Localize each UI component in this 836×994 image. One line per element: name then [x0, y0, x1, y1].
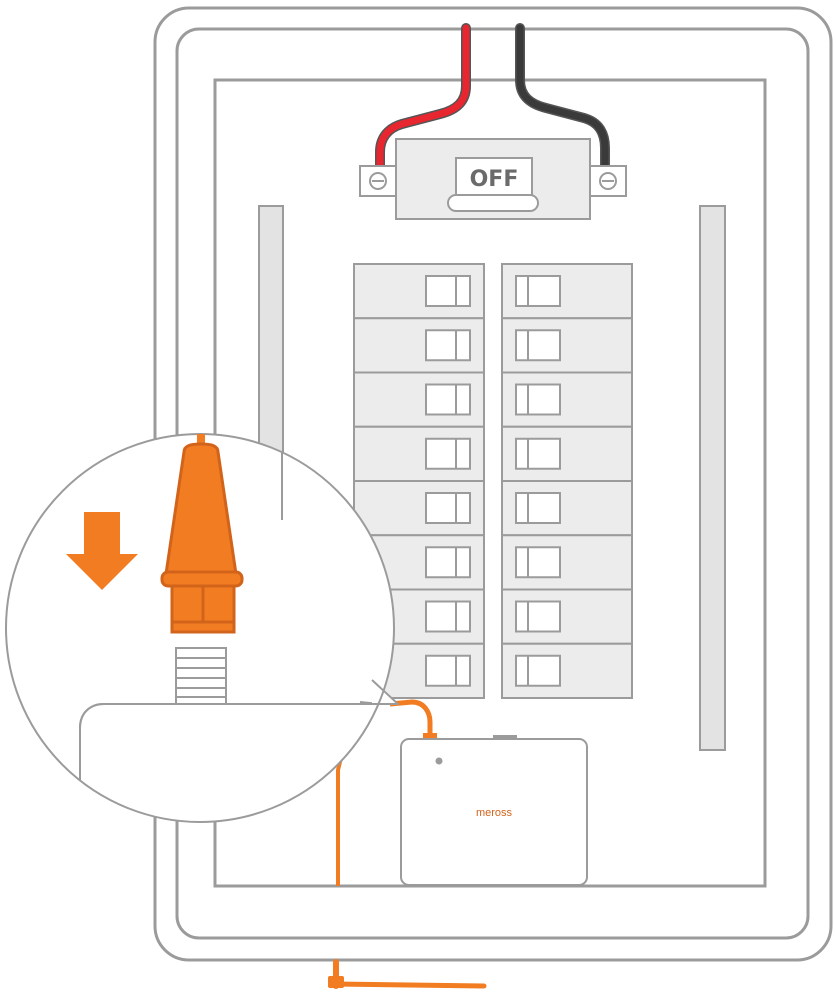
breaker-toggle — [425, 546, 471, 579]
main-switch: OFF — [359, 138, 627, 220]
breaker — [501, 317, 633, 374]
down-arrow-icon — [66, 512, 138, 590]
breaker-grid — [353, 263, 633, 699]
antenna-connector-icon — [160, 434, 244, 634]
device-brand-label: meross — [476, 807, 513, 819]
breaker-toggle — [515, 492, 561, 524]
breaker — [353, 263, 485, 320]
antenna-whip — [331, 981, 487, 989]
threaded-socket-icon — [175, 647, 227, 705]
breaker-toggle — [515, 546, 561, 579]
breaker-toggle — [425, 492, 471, 524]
main-switch-label: OFF — [470, 167, 519, 192]
breaker-toggle — [425, 600, 471, 633]
device-top-clip — [493, 735, 517, 740]
breaker-toggle — [425, 275, 471, 307]
breaker — [501, 425, 633, 482]
live-wire-core — [376, 24, 470, 172]
main-switch-handle — [447, 194, 539, 212]
breaker — [353, 371, 485, 428]
antenna-cable — [389, 699, 433, 742]
breaker-toggle — [425, 383, 471, 416]
antenna-base — [328, 976, 344, 988]
breaker-toggle — [425, 437, 471, 470]
breaker — [501, 642, 633, 699]
breaker-toggle — [425, 654, 471, 687]
breaker — [501, 263, 633, 320]
breaker — [501, 588, 633, 645]
zoom-pointer — [371, 679, 399, 705]
breaker — [353, 425, 485, 482]
breaker — [501, 480, 633, 537]
right-rail — [699, 205, 726, 751]
connector-cone — [164, 442, 238, 576]
breaker-toggle — [515, 329, 561, 362]
breaker-toggle — [515, 275, 561, 307]
breaker — [353, 480, 485, 537]
breaker — [501, 371, 633, 428]
breaker — [501, 534, 633, 591]
connector-collar — [160, 570, 244, 588]
breaker-toggle — [515, 600, 561, 633]
zoom-callout — [5, 433, 399, 823]
zoom-device-top — [79, 703, 360, 760]
breaker-toggle — [425, 329, 471, 362]
neutral-wire-core — [516, 24, 609, 172]
breaker-toggle — [515, 437, 561, 470]
off-label-box — [455, 157, 533, 197]
socket-body — [175, 647, 227, 705]
breaker-toggle — [515, 383, 561, 416]
breaker-toggle — [515, 654, 561, 687]
breaker — [353, 317, 485, 374]
status-led-icon — [435, 757, 443, 765]
antenna-icon — [328, 959, 487, 989]
